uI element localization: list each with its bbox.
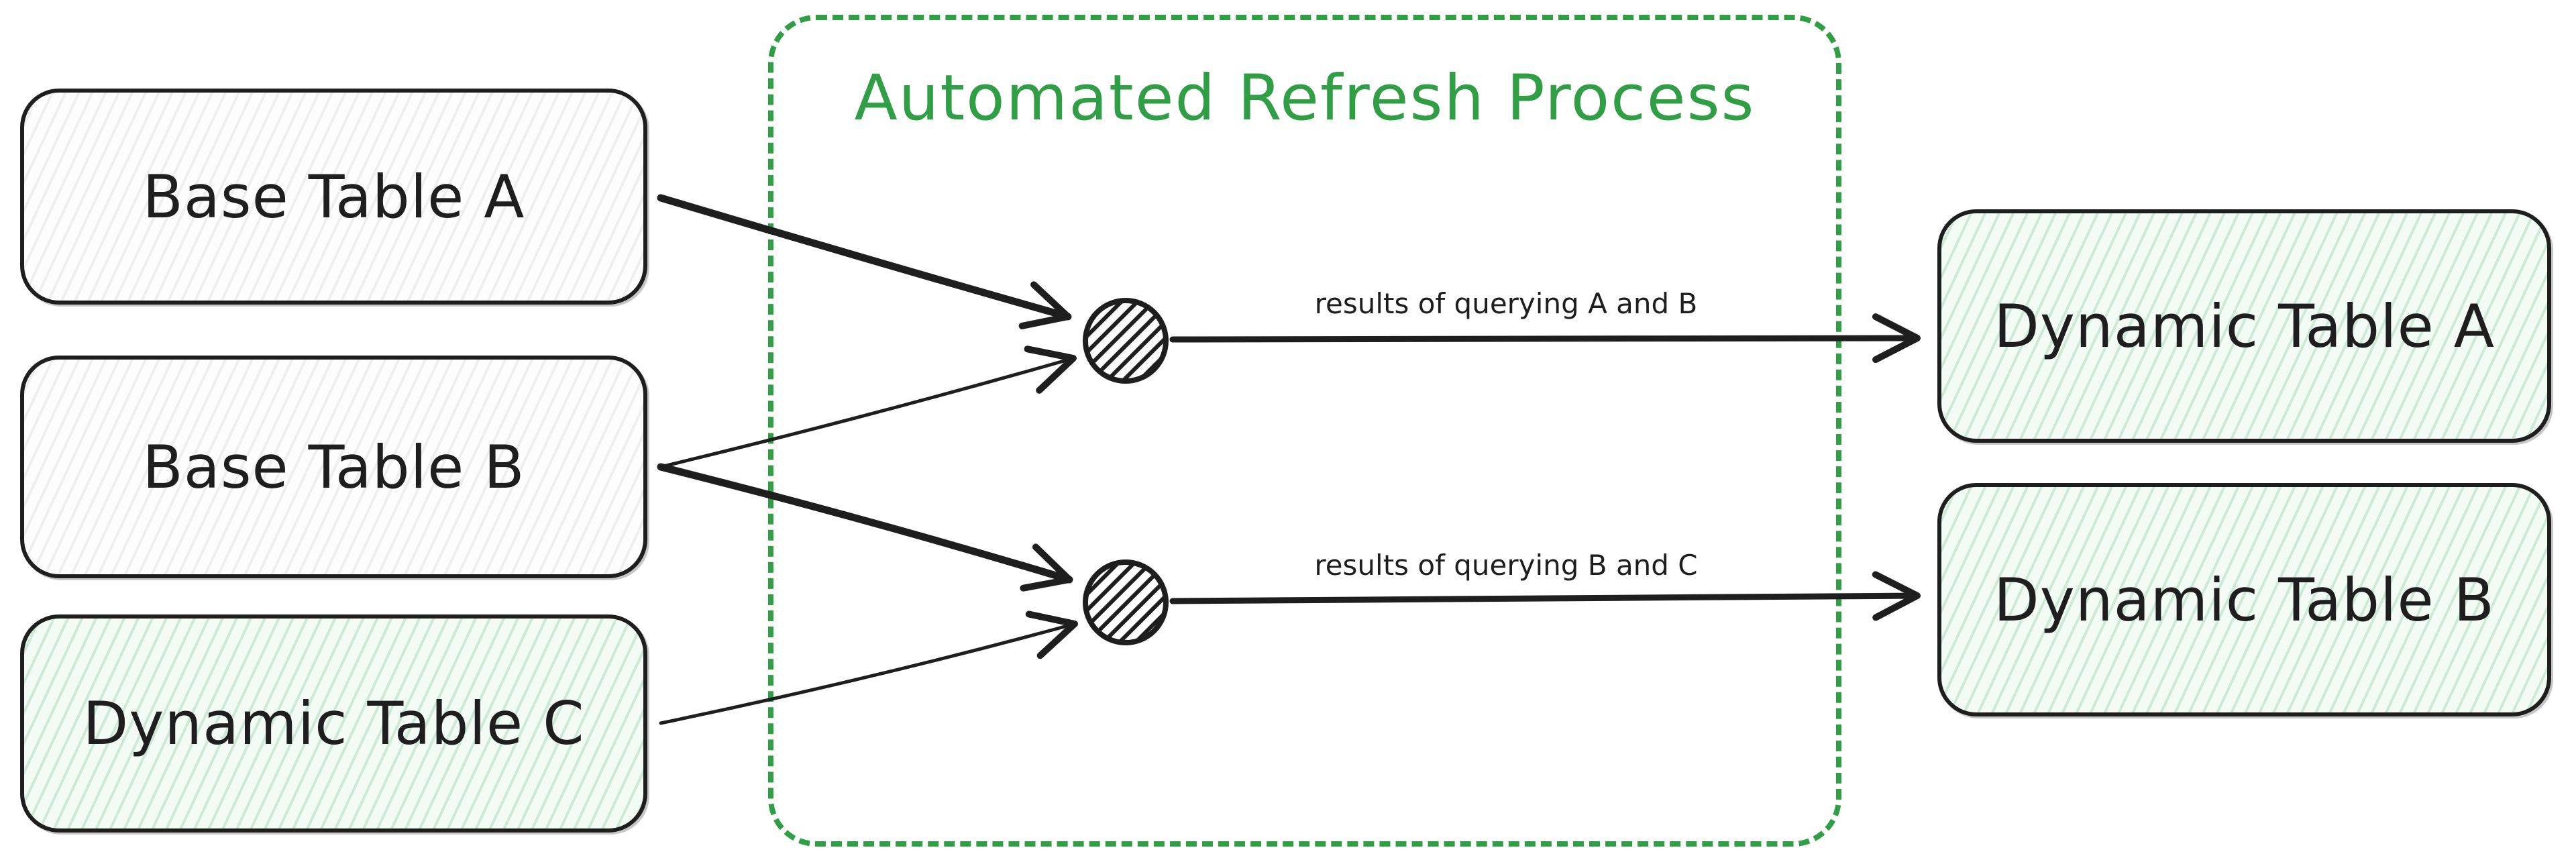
node-base-table-a: Base Table A bbox=[20, 89, 647, 305]
join-node-bottom bbox=[1083, 559, 1169, 645]
arrow-join-bottom-to-dynamic-b bbox=[1169, 571, 1921, 621]
node-dynamic-table-a-label: Dynamic Table A bbox=[1994, 291, 2495, 361]
node-base-table-a-label: Base Table A bbox=[142, 162, 525, 231]
node-base-table-b-label: Base Table B bbox=[142, 432, 525, 502]
automated-refresh-process-container bbox=[768, 15, 1841, 847]
join-node-top bbox=[1083, 298, 1169, 384]
node-dynamic-table-a: Dynamic Table A bbox=[1937, 209, 2551, 443]
node-dynamic-table-c: Dynamic Table C bbox=[20, 614, 647, 833]
arrow-join-top-to-dynamic-a bbox=[1169, 313, 1921, 364]
arrow-base-a-to-join-top bbox=[657, 194, 1072, 329]
node-base-table-b: Base Table B bbox=[20, 356, 647, 578]
node-dynamic-table-c-label: Dynamic Table C bbox=[83, 689, 585, 758]
process-title: Automated Refresh Process bbox=[854, 62, 1756, 135]
edge-label-querying-a-and-b: results of querying A and B bbox=[1314, 287, 1698, 320]
edge-label-querying-b-and-c: results of querying B and C bbox=[1314, 549, 1698, 582]
arrow-dynamic-c-to-join-bottom bbox=[659, 610, 1078, 725]
node-dynamic-table-b-label: Dynamic Table B bbox=[1994, 565, 2495, 635]
node-dynamic-table-b: Dynamic Table B bbox=[1937, 483, 2551, 716]
arrow-base-b-to-join-top bbox=[659, 345, 1077, 469]
arrow-base-b-to-join-bottom bbox=[657, 463, 1073, 592]
